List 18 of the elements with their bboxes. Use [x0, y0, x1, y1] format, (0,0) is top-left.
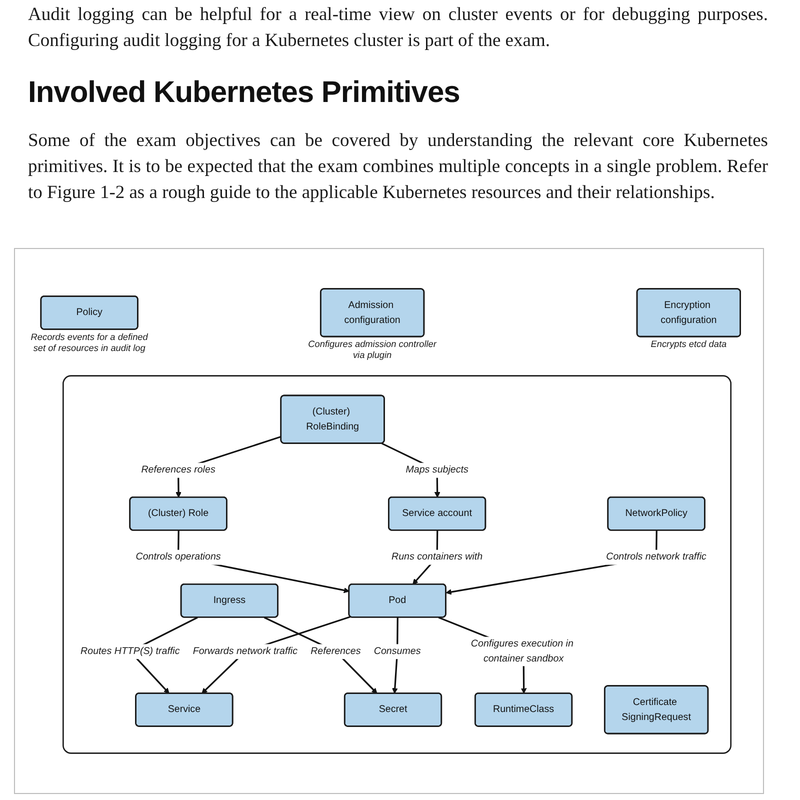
node-caption: Encrypts etcd data — [650, 338, 728, 350]
edge-label: Runs containers with — [392, 551, 483, 562]
edge-label: Controls network traffic — [606, 551, 706, 562]
edge-label: Controls operations — [136, 551, 221, 562]
arrow — [264, 616, 378, 694]
body-paragraph: Audit logging can be helpful for a real-time view on cluster events or for debugging purposes. Configuring audit logging for a Kubernetes cluster is part of the exam. — [28, 4, 768, 53]
edge-label: References roles — [141, 464, 216, 476]
edge-label: Consumes — [374, 645, 421, 657]
node-caption: Records events for a defined set of resources in audit log — [30, 331, 149, 354]
edge-label: References — [310, 645, 361, 657]
edge-label: Forwards network traffic — [192, 645, 298, 657]
section-heading: Involved Kubernetes Primitives — [28, 76, 460, 110]
edge-label: Maps subjects — [406, 464, 468, 476]
node-caption: Configures admission controller via plugin — [307, 338, 438, 361]
edge-label: Configures execution in container sandbox — [470, 638, 574, 664]
body-paragraph: Some of the exam objectives can be covered by understanding the relevant core Kubernetes primitives. It is to be expected that the exam combines multiple concepts in a single problem. Refer to Figure 1-2 as a rough guide to the applicable Kubernetes resources and their relationships. — [28, 130, 768, 205]
cluster — [62, 375, 732, 754]
edge-label: Routes HTTP(S) traffic — [80, 645, 180, 657]
